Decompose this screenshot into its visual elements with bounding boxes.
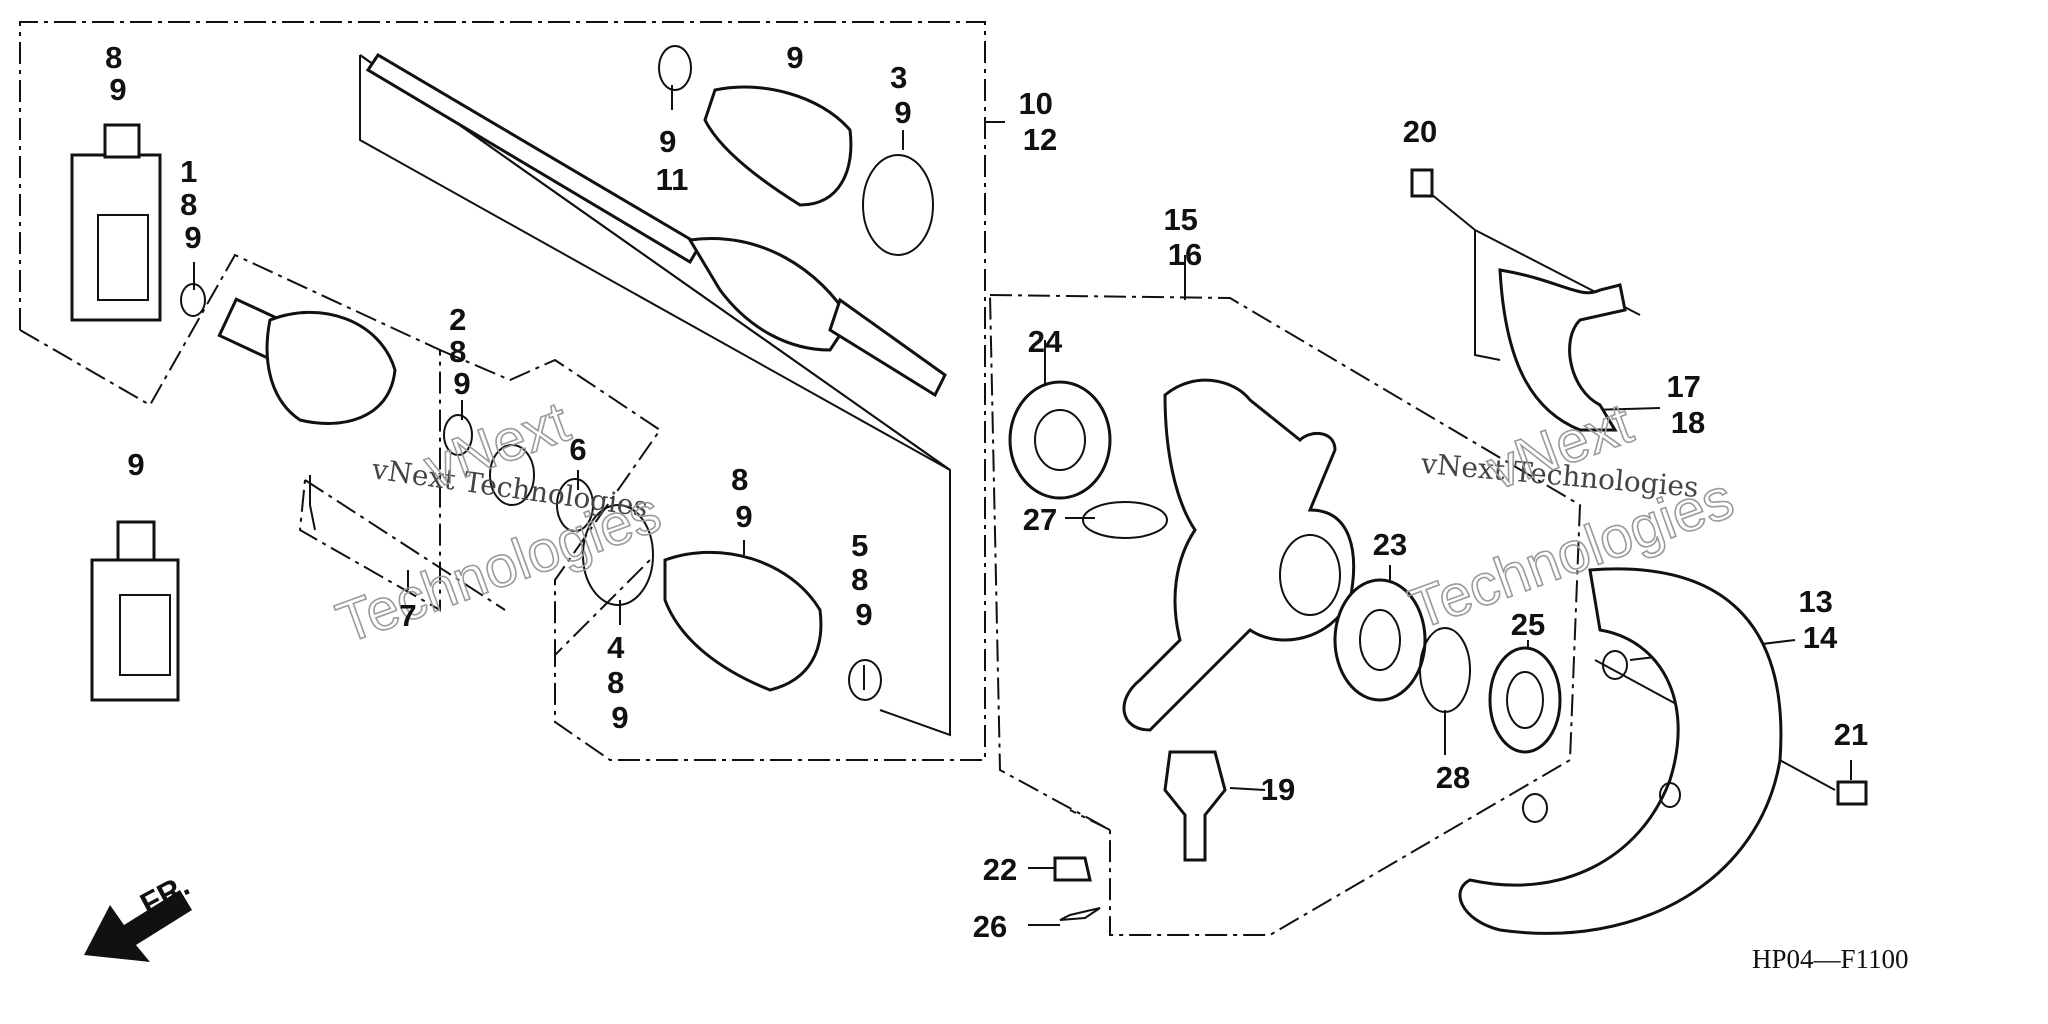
- snap-ring-27: [1082, 501, 1168, 539]
- callout-8-9-middle: 8 9: [731, 462, 757, 534]
- seal-25: [1488, 646, 1562, 754]
- brake-shield: [1458, 567, 1783, 935]
- callout-21: 21: [1834, 717, 1868, 752]
- callout-15-16: 15 16: [1163, 202, 1206, 272]
- callout-10-12: 10 12: [1018, 86, 1061, 157]
- knuckle-bracket: [1498, 268, 1627, 432]
- callout-17-18: 17 18: [1666, 369, 1709, 440]
- ball-joint-19: [1163, 750, 1227, 862]
- callout-28: 28: [1436, 760, 1470, 795]
- callout-9-left: 9: [127, 447, 144, 482]
- band-clamp-a: [658, 45, 692, 91]
- callout-3-9: 3 9: [890, 60, 916, 130]
- snap-ring-28: [1419, 627, 1471, 713]
- callout-1-8-9: 1 8 9: [180, 154, 206, 255]
- bolt-20: [1410, 168, 1434, 198]
- callout-24: 24: [1028, 324, 1063, 359]
- band-clamp-c: [582, 504, 654, 606]
- callout-26: 26: [973, 909, 1007, 944]
- circlip-small: [180, 283, 206, 317]
- callout-19: 19: [1261, 772, 1295, 807]
- band-clamp-b: [862, 154, 934, 256]
- clip-ring-b: [489, 444, 535, 506]
- callout-8-9-top: 8 9: [105, 40, 131, 107]
- callout-4-8-9: 4 8 9: [607, 630, 633, 735]
- castle-nut-22: [1053, 856, 1092, 882]
- bearing-24: [1008, 380, 1112, 500]
- callout-5-8-9: 5 8 9: [851, 528, 877, 632]
- callout-2-8-9: 2 8 9: [449, 302, 475, 401]
- bearing-23: [1333, 578, 1427, 702]
- band-clamp-d: [848, 659, 882, 701]
- knuckle: [1122, 378, 1356, 732]
- callout-20: 20: [1403, 114, 1437, 149]
- drive-shaft: [365, 52, 947, 398]
- diagram-code: HP04—F1100: [1752, 944, 1909, 974]
- boot-lower: [663, 550, 823, 692]
- cotter-pin-26: [1059, 907, 1101, 921]
- callout-labels: 8 9 1 8 9 9 2 8 9 6 7 9 11 9 3: [105, 40, 1868, 944]
- oil-bottle-top: [70, 123, 162, 322]
- clip-ring-c: [556, 478, 594, 532]
- callout-25: 25: [1511, 607, 1545, 642]
- cv-joint-inner: [217, 297, 397, 425]
- callout-13-14: 13 14: [1798, 584, 1841, 655]
- callout-23: 23: [1373, 527, 1407, 562]
- callout-9-11: 9 11: [656, 124, 689, 197]
- callout-6: 6: [569, 432, 586, 467]
- callout-7: 7: [399, 598, 416, 633]
- oil-bottle-bottom: [90, 520, 180, 702]
- front-arrow-icon: [84, 890, 192, 962]
- bolt-21: [1836, 780, 1868, 806]
- clip-ring-a: [443, 414, 473, 456]
- boot-upper: [703, 85, 853, 207]
- callout-22: 22: [983, 852, 1017, 887]
- group-outlines: [19, 21, 1582, 936]
- callout-9-boot: 9: [786, 40, 803, 75]
- callout-27: 27: [1023, 502, 1057, 537]
